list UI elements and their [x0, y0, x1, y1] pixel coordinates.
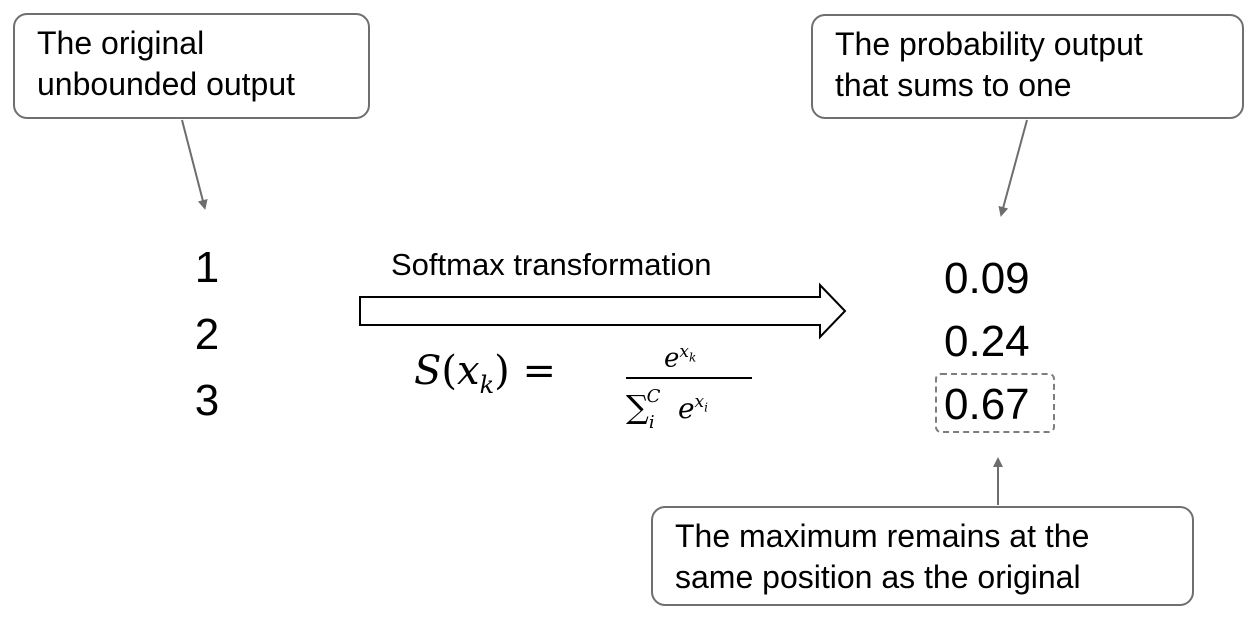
- output-callout: The probability output that sums to one: [811, 14, 1244, 119]
- maximum-callout: The maximum remains at the same position…: [651, 506, 1194, 606]
- transformation-label: Softmax transformation: [391, 247, 712, 282]
- formula-function: S: [414, 348, 442, 394]
- input-value: 1: [194, 243, 220, 292]
- maximum-callout-line: same position as the original: [675, 559, 1081, 595]
- output-value: 0.24: [944, 317, 1030, 366]
- sum-subscript: i: [648, 412, 655, 433]
- output-callout-line: The probability output: [835, 26, 1143, 62]
- formula-index: k: [479, 371, 495, 399]
- formula-lhs: S(xk) =: [414, 348, 556, 399]
- formula-den-index: i: [704, 400, 708, 415]
- formula-numerator: exk: [664, 342, 696, 374]
- formula-exp-index: k: [688, 350, 697, 365]
- formula-variable: x: [457, 348, 480, 394]
- input-callout-line: The original: [37, 25, 205, 61]
- max-highlight-box: [935, 373, 1055, 433]
- output-value: 0.09: [944, 254, 1030, 303]
- input-value: 2: [194, 310, 220, 359]
- output-callout-line: that sums to one: [835, 67, 1072, 103]
- output-value-max: 0.67: [944, 380, 1030, 429]
- formula-den-base: e: [677, 392, 695, 425]
- sum-superscript: C: [646, 386, 661, 407]
- formula-denominator: ∑iC exi: [626, 386, 708, 433]
- formula-fraction-bar: [626, 377, 752, 379]
- input-callout-arrow: [181, 119, 208, 210]
- formula-exp-variable: x: [679, 342, 689, 362]
- formula-base: e: [664, 343, 680, 374]
- transformation-arrow: [359, 282, 847, 340]
- formula-den-variable: x: [694, 392, 705, 412]
- input-callout: The original unbounded output: [13, 13, 370, 119]
- input-callout-line: unbounded output: [37, 66, 296, 102]
- sum-symbol: ∑: [626, 388, 649, 426]
- maximum-callout-line: The maximum remains at the: [675, 518, 1090, 554]
- input-value: 3: [194, 376, 220, 425]
- output-callout-arrow: [998, 119, 1028, 217]
